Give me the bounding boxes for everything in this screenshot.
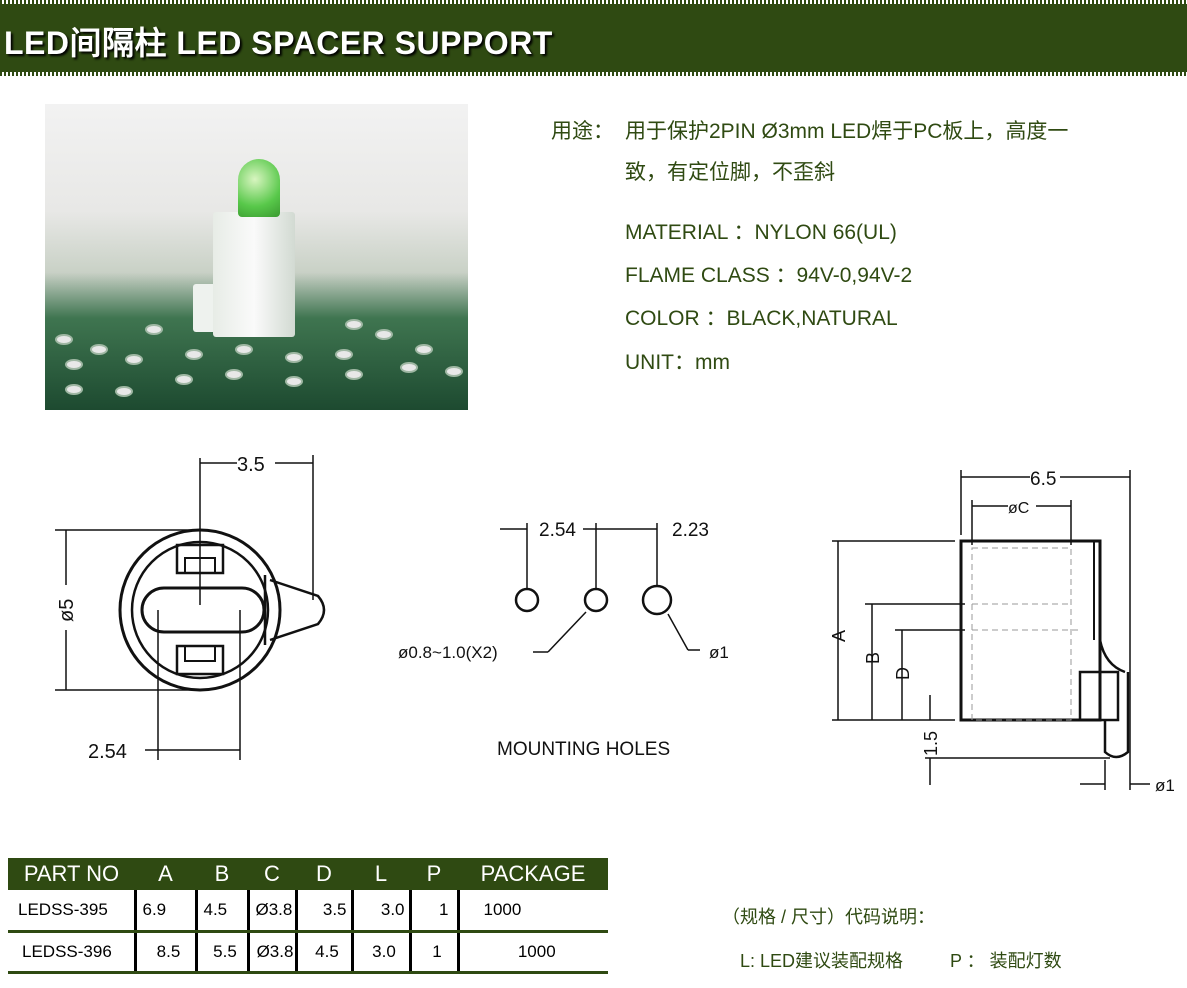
- col-header: PACKAGE: [458, 858, 608, 890]
- hole-offset-label: 2.23: [672, 520, 709, 541]
- checker-border-top: [0, 0, 1187, 4]
- legend-title: （规格 / 尺寸）代码说明：: [722, 907, 936, 927]
- mounting-holes-drawing: 2.54 2.23 ø0.8~1.0(X2) ø1 MOUNTING HOLES: [398, 520, 729, 760]
- legend-p-desc: P ： 装配灯数: [950, 951, 1062, 971]
- parts-table: PART NO A B C D L P PACKAGE LEDSS-395 6.…: [8, 858, 608, 974]
- top-view-drawing: 3.5 ø5 2.54: [55, 454, 326, 763]
- cell: 4.5: [294, 931, 352, 974]
- mounting-holes-caption: MOUNTING HOLES: [497, 739, 670, 760]
- large-hole-label: ø1: [709, 643, 729, 662]
- cell: Ø3.8: [246, 931, 296, 974]
- cell: 5.5: [194, 931, 248, 974]
- cell: 6.9: [133, 890, 196, 933]
- side-pin-dia-label: ø1: [1155, 776, 1175, 795]
- side-a-label: A: [829, 630, 849, 642]
- side-b-label: B: [863, 652, 883, 664]
- flame-class-spec: FLAME CLASS ：94V-0,94V-2: [625, 264, 913, 287]
- side-c-label: øC: [1008, 500, 1029, 517]
- dim-diameter-label: ø5: [56, 599, 78, 622]
- col-header: L: [352, 858, 410, 890]
- unit-spec: UNIT：mm: [625, 351, 730, 374]
- dim-width-label: 3.5: [237, 454, 265, 476]
- cell: LEDSS-395: [8, 890, 135, 933]
- material-spec: MATERIAL ：NYLON 66(UL): [625, 221, 897, 244]
- cell: 1: [408, 890, 458, 933]
- small-holes-label: ø0.8~1.0(X2): [398, 643, 498, 662]
- col-header: D: [296, 858, 352, 890]
- led-image: [238, 159, 280, 217]
- cell: 8.5: [133, 931, 196, 974]
- col-header: P: [410, 858, 458, 890]
- cell: 3.0: [350, 890, 410, 933]
- cell: 4.5: [194, 890, 248, 933]
- cell: 1000: [456, 931, 608, 974]
- side-width-label: 6.5: [1030, 469, 1056, 490]
- cell: 1: [408, 931, 458, 974]
- dim-pitch-label: 2.54: [88, 741, 127, 763]
- usage-line-1: 用于保护2PIN Ø3mm LED焊于PC板上，高度一: [625, 120, 1069, 143]
- table-header-row: PART NO A B C D L P PACKAGE: [8, 858, 608, 890]
- col-header: A: [135, 858, 196, 890]
- cell: Ø3.8: [246, 890, 296, 933]
- usage-line-2: 致，有定位脚，不歪斜: [625, 161, 835, 184]
- side-view-drawing: 6.5 øC A B D 1.5 ø1: [829, 469, 1175, 795]
- cell: 3.5: [294, 890, 352, 933]
- cell: LEDSS-396: [8, 931, 135, 974]
- hole-pitch-label: 2.54: [539, 520, 576, 541]
- side-d-label: D: [893, 667, 913, 680]
- col-header: PART NO: [8, 858, 135, 890]
- cell: 3.0: [350, 931, 410, 974]
- spacer-image: [213, 212, 295, 337]
- product-photo: [45, 104, 468, 410]
- table-row: LEDSS-395 6.9 4.5 Ø3.8 3.5 3.0 1 1000: [8, 890, 608, 933]
- legend-l-desc: L: LED建议装配规格: [740, 951, 904, 971]
- checker-border-bottom: [0, 72, 1187, 76]
- col-header: C: [248, 858, 296, 890]
- side-pin-length-label: 1.5: [921, 731, 941, 756]
- color-spec: COLOR ：BLACK,NATURAL: [625, 307, 898, 330]
- cell: 1000: [456, 890, 608, 933]
- table-row: LEDSS-396 8.5 5.5 Ø3.8 4.5 3.0 1 1000: [8, 931, 608, 974]
- title-banner: LED间隔柱 LED SPACER SUPPORT: [0, 0, 1187, 76]
- col-header: B: [196, 858, 248, 890]
- page-title: LED间隔柱 LED SPACER SUPPORT: [4, 25, 553, 61]
- usage-label: 用途：: [551, 120, 614, 143]
